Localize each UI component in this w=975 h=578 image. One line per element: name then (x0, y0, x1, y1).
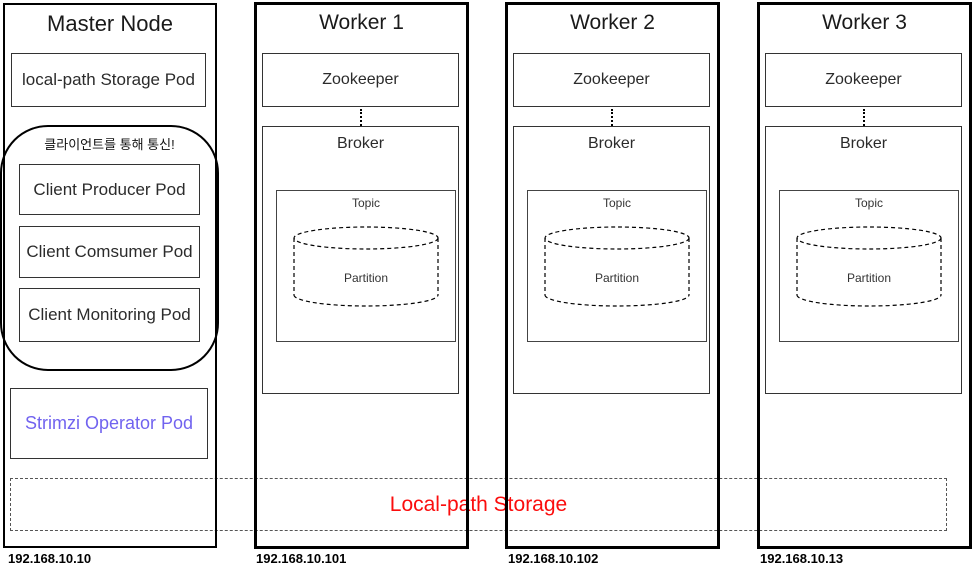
worker-2-title: Worker 2 (570, 11, 655, 34)
client-monitoring-pod-label: Client Monitoring Pod (28, 305, 191, 324)
worker-1-broker: Broker Topic Partition (262, 126, 459, 394)
worker-2-zk-broker-link (611, 109, 613, 126)
worker-3-zk-broker-link (863, 109, 865, 126)
worker-1-broker-label: Broker (336, 135, 385, 152)
worker-3-zookeeper-pod: Zookeeper (765, 53, 962, 107)
worker-node-1: Worker 1 Zookeeper Broker Topic Partitio… (254, 2, 469, 549)
worker-2-topic: Topic Partition (527, 190, 707, 342)
worker-2-topic-label: Topic (602, 196, 631, 210)
worker-2-zookeeper-label: Zookeeper (573, 71, 650, 88)
worker-2-ip: 192.168.10.102 (508, 551, 599, 566)
client-comsumer-pod-label: Client Comsumer Pod (26, 242, 193, 261)
worker-1-topic-label: Topic (351, 196, 380, 210)
worker-3-topic: Topic Partition (779, 190, 959, 342)
master-node-ip: 192.168.10.10 (8, 551, 92, 566)
worker-2-partition-label: Partition (594, 271, 640, 285)
worker-3-title: Worker 3 (822, 11, 907, 34)
client-monitoring-pod: Client Monitoring Pod (19, 288, 200, 342)
client-group-note: 클라이언트를 통해 통신! (44, 137, 175, 152)
local-path-storage-pod: local-path Storage Pod (11, 53, 206, 107)
strimzi-operator-pod: Strimzi Operator Pod (10, 388, 208, 459)
worker-2-partition-cylinder-icon (544, 226, 690, 307)
worker-1-partition-label: Partition (343, 271, 389, 285)
worker-3-broker: Broker Topic Partition (765, 126, 962, 394)
client-producer-pod: Client Producer Pod (19, 164, 200, 215)
worker-1-zookeeper-pod: Zookeeper (262, 53, 459, 107)
worker-1-partition-cylinder-icon (293, 226, 439, 307)
worker-1-zk-broker-link (360, 109, 362, 126)
client-comsumer-pod: Client Comsumer Pod (19, 226, 200, 278)
master-node-title: Master Node (47, 11, 173, 36)
worker-node-3: Worker 3 Zookeeper Broker Topic Partitio… (757, 2, 972, 549)
worker-node-2: Worker 2 Zookeeper Broker Topic Partitio… (505, 2, 720, 549)
worker-3-partition-cylinder-icon (796, 226, 942, 307)
local-path-storage-label: Local-path Storage (389, 492, 568, 516)
worker-1-title: Worker 1 (319, 11, 404, 34)
client-pods-group: 클라이언트를 통해 통신! Client Producer Pod Client… (0, 125, 219, 371)
worker-2-broker: Broker Topic Partition (513, 126, 710, 394)
worker-3-broker-label: Broker (839, 135, 888, 152)
worker-1-topic: Topic Partition (276, 190, 456, 342)
worker-1-ip: 192.168.10.101 (256, 551, 347, 566)
worker-3-zookeeper-label: Zookeeper (825, 71, 902, 88)
client-producer-pod-label: Client Producer Pod (33, 179, 186, 199)
worker-3-topic-label: Topic (854, 196, 883, 210)
local-path-storage-band: Local-path Storage (10, 478, 947, 531)
master-node: Master Node local-path Storage Pod 클라이언트… (0, 3, 219, 548)
worker-1-zookeeper-label: Zookeeper (322, 71, 399, 88)
worker-3-ip: 192.168.10.13 (760, 551, 844, 566)
worker-2-broker-label: Broker (587, 135, 636, 152)
local-path-storage-pod-label: local-path Storage Pod (22, 70, 195, 89)
worker-2-zookeeper-pod: Zookeeper (513, 53, 710, 107)
worker-3-partition-label: Partition (846, 271, 892, 285)
strimzi-operator-pod-label: Strimzi Operator Pod (24, 413, 194, 433)
